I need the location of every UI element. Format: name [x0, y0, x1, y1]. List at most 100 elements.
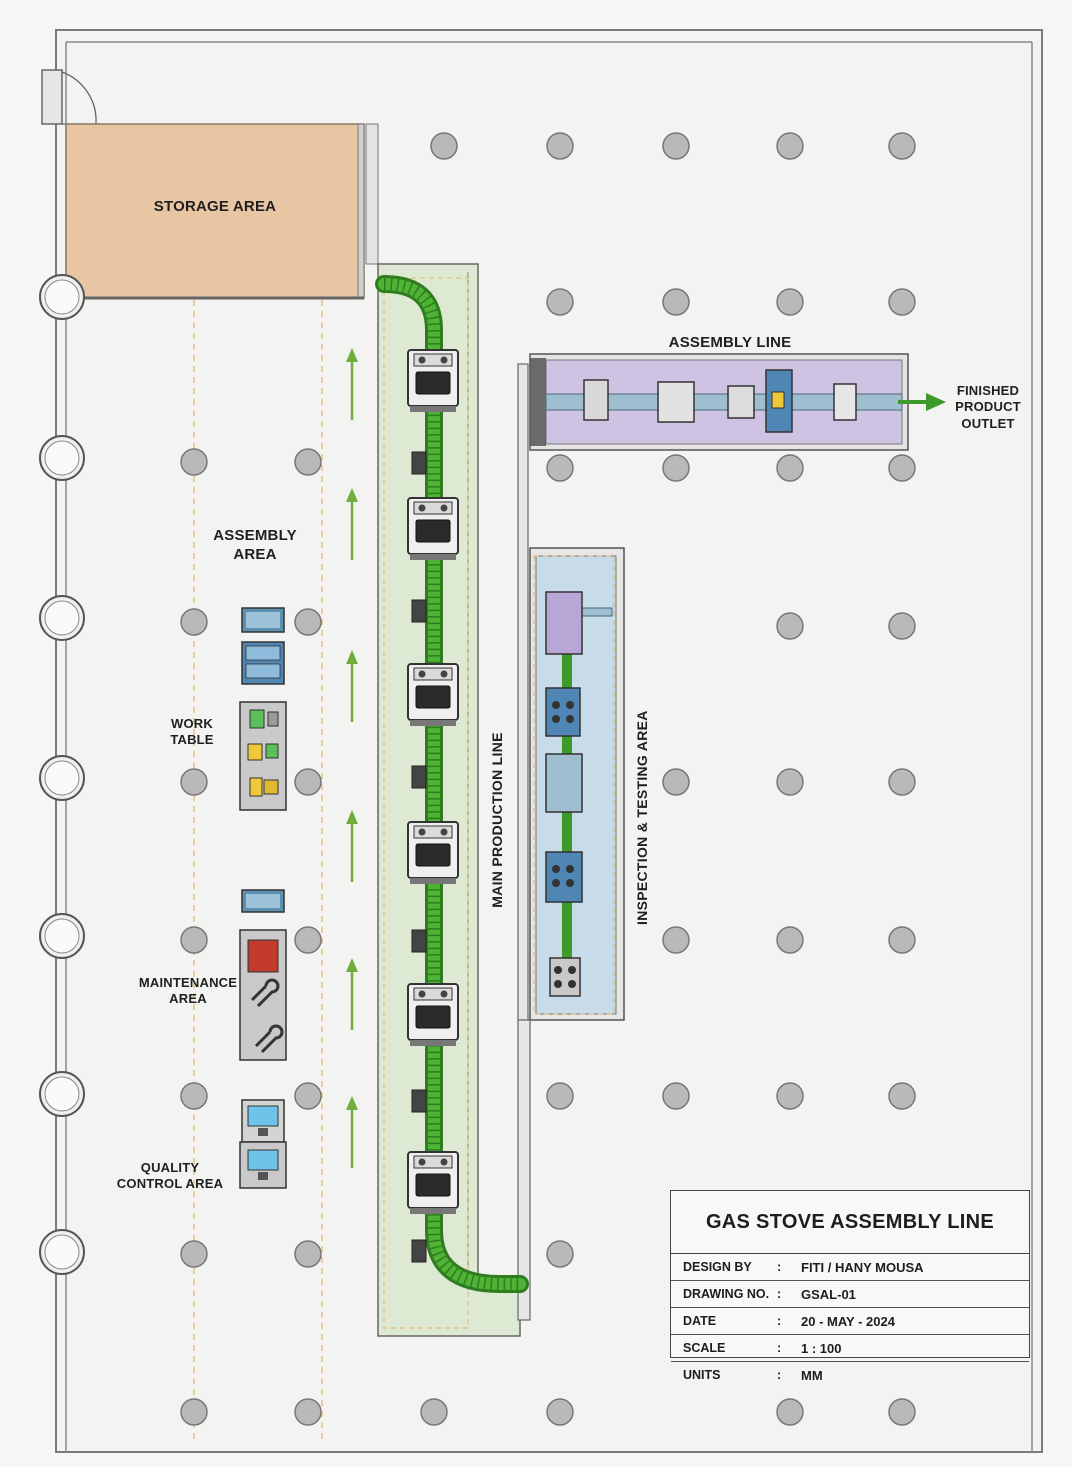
flow-arrow-head	[346, 488, 358, 502]
inspection-station	[545, 591, 583, 655]
column	[776, 454, 804, 482]
quality-control-label-line2: CONTROL AREA	[116, 1176, 224, 1192]
maintenance-equipment	[239, 889, 287, 1061]
stove-knob	[440, 1158, 448, 1166]
stove-knob	[440, 670, 448, 678]
burner	[552, 879, 560, 887]
finished-outlet-line3: OUTLET	[961, 415, 1015, 431]
main-conveyor	[375, 275, 529, 1293]
assembly-area-label-line1: ASSEMBLY	[213, 527, 297, 544]
column	[546, 132, 574, 160]
work-table-label-line2: TABLE	[170, 732, 214, 748]
work-table-label: WORK TABLE	[152, 716, 232, 749]
wall-column-inner	[44, 1234, 80, 1270]
finished-outlet-line2: PRODUCT	[955, 399, 1021, 415]
wall-column-inner	[44, 600, 80, 636]
title-value: 20 - MAY - 2024	[801, 1313, 895, 1329]
assembly-station	[657, 381, 695, 423]
title-key: DATE	[683, 1314, 717, 1328]
burner	[566, 715, 574, 723]
column	[776, 612, 804, 640]
column	[180, 1398, 208, 1426]
column	[294, 448, 322, 476]
sensor-unit	[411, 765, 427, 789]
entrance-door	[41, 69, 97, 125]
burner	[552, 715, 560, 723]
assembly-station	[833, 383, 857, 421]
stove-base	[410, 1040, 456, 1046]
title-colon: :	[777, 1341, 782, 1355]
inspection-station	[545, 687, 581, 737]
title-value: 1 : 100	[801, 1340, 842, 1356]
title-row-scale: SCALE : 1 : 100	[671, 1335, 1029, 1362]
column	[888, 1398, 916, 1426]
quality-control-label: QUALITY CONTROL AREA	[110, 1160, 230, 1193]
inspection-testing-zone	[529, 547, 625, 1021]
column	[294, 768, 322, 796]
assembly-area-label: ASSEMBLY AREA	[190, 527, 320, 565]
wall-column-inner	[44, 440, 80, 476]
assembly-line-label: ASSEMBLY LINE	[668, 334, 792, 351]
column	[888, 454, 916, 482]
title-value: GSAL-01	[801, 1286, 856, 1302]
column	[888, 926, 916, 954]
flow-arrow-head	[346, 348, 358, 362]
stove-oven-window	[415, 371, 451, 395]
column	[180, 1082, 208, 1110]
title-colon: :	[777, 1314, 782, 1328]
title-block: GAS STOVE ASSEMBLY LINE DESIGN BY : FITI…	[670, 1190, 1030, 1383]
title-key: DRAWING NO.	[683, 1287, 770, 1301]
maintenance-area-label-line1: MAINTENANCE	[138, 975, 238, 990]
stove-knob	[440, 356, 448, 364]
title-key: UNITS	[683, 1368, 721, 1382]
burner	[568, 966, 576, 974]
sensor-unit	[411, 929, 427, 953]
work-table-label-line1: WORK	[171, 716, 213, 731]
assembly-station	[727, 385, 755, 419]
burner	[566, 701, 574, 709]
finished-product-outlet-label: FINISHED PRODUCT OUTLET	[944, 383, 1032, 432]
column	[546, 1082, 574, 1110]
stove-oven-window	[415, 1005, 451, 1029]
title-colon: :	[777, 1368, 782, 1382]
wall-column-inner	[44, 1076, 80, 1112]
stove-knob	[418, 990, 426, 998]
inspection-station	[545, 851, 583, 903]
quality-control-label-line1: QUALITY	[140, 1160, 200, 1175]
column	[662, 454, 690, 482]
title-row-design: DESIGN BY : FITI / HANY MOUSA	[671, 1254, 1029, 1281]
column	[776, 288, 804, 316]
stove-base	[410, 878, 456, 884]
column	[662, 132, 690, 160]
stove-knob	[418, 356, 426, 364]
column	[662, 768, 690, 796]
column	[546, 454, 574, 482]
maintenance-area-label: MAINTENANCE AREA	[128, 975, 248, 1008]
finished-outlet-line1: FINISHED	[956, 383, 1020, 398]
assembly-line-zone	[529, 353, 909, 451]
work-table-equipment	[239, 607, 287, 811]
assembly-station	[583, 379, 609, 421]
title-colon: :	[777, 1287, 782, 1301]
column	[888, 1082, 916, 1110]
column	[776, 1082, 804, 1110]
burner	[566, 879, 574, 887]
burner	[566, 865, 574, 873]
main-production-line-label: MAIN PRODUCTION LINE	[489, 732, 505, 908]
maintenance-area-label-line2: AREA	[169, 991, 207, 1007]
stove-knob	[418, 828, 426, 836]
sensor-unit	[411, 451, 427, 475]
column	[294, 1240, 322, 1268]
flow-arrow-head	[346, 1096, 358, 1110]
title-colon: :	[777, 1260, 782, 1274]
stove-knob	[418, 670, 426, 678]
burner	[552, 865, 560, 873]
stove-base	[410, 1208, 456, 1214]
assembly-area-label-line2: AREA	[233, 545, 277, 563]
flow-arrow-head	[346, 810, 358, 824]
burner	[554, 980, 562, 988]
column	[776, 132, 804, 160]
column	[180, 926, 208, 954]
stove-oven-window	[415, 1173, 451, 1197]
